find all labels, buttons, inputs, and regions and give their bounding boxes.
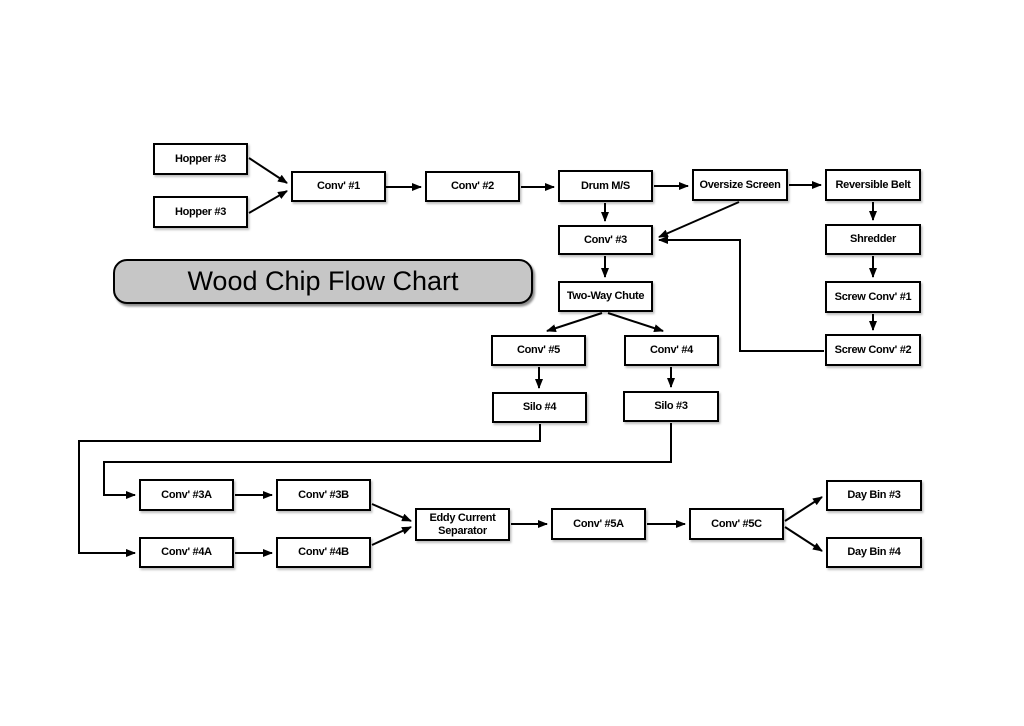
node-hopper-3-bottom: Hopper #3 [153, 196, 248, 228]
node-eddy-current-separator: Eddy Current Separator [415, 508, 510, 541]
edge-conv4b-eddy [371, 526, 412, 546]
node-conv-3a: Conv' #3A [139, 479, 234, 511]
node-conv-1: Conv' #1 [291, 171, 386, 202]
node-conv-4a: Conv' #4A [139, 537, 234, 568]
edge-chute-conv4 [607, 312, 664, 333]
node-day-bin-4: Day Bin #4 [826, 537, 922, 568]
node-day-bin-3: Day Bin #3 [826, 480, 922, 511]
edge-conv3b-eddy [371, 503, 412, 522]
node-screw-conv-2: Screw Conv' #2 [825, 334, 921, 366]
chart-title: Wood Chip Flow Chart [113, 259, 533, 304]
node-silo-4: Silo #4 [492, 392, 587, 423]
node-conv-3: Conv' #3 [558, 225, 653, 255]
node-conv-2: Conv' #2 [425, 171, 520, 202]
node-conv-5: Conv' #5 [491, 335, 586, 366]
edge-silo4-conv4a [78, 424, 541, 557]
node-silo-3: Silo #3 [623, 391, 719, 422]
edge-silo3-conv3a [103, 423, 672, 499]
node-conv-4b: Conv' #4B [276, 537, 371, 568]
edge-screw2-conv3-feedback [658, 236, 824, 352]
edge-oversize-conv3 [658, 201, 740, 238]
node-conv-5a: Conv' #5A [551, 508, 646, 540]
node-conv-4: Conv' #4 [624, 335, 719, 366]
node-screw-conv-1: Screw Conv' #1 [825, 281, 921, 313]
edge-hopper-top-conv1 [248, 157, 288, 184]
node-oversize-screen: Oversize Screen [692, 169, 788, 201]
edge-conv5c-daybin3 [784, 496, 823, 522]
edge-conv5c-daybin4 [784, 526, 823, 552]
edge-hopper-bottom-conv1 [248, 190, 288, 214]
node-shredder: Shredder [825, 224, 921, 255]
node-conv-3b: Conv' #3B [276, 479, 371, 511]
node-conv-5c: Conv' #5C [689, 508, 784, 540]
node-hopper-3-top: Hopper #3 [153, 143, 248, 175]
node-two-way-chute: Two-Way Chute [558, 281, 653, 312]
node-reversible-belt: Reversible Belt [825, 169, 921, 201]
edge-chute-conv5 [546, 312, 603, 333]
node-drum-ms: Drum M/S [558, 170, 653, 202]
